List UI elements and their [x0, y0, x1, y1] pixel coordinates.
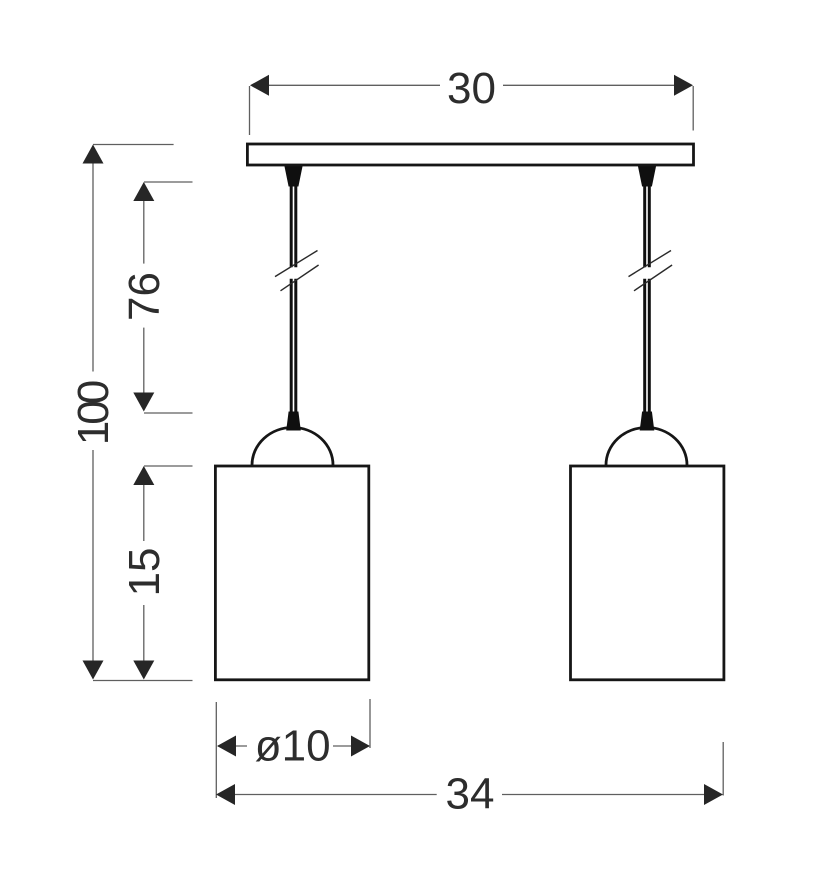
ceiling-bar — [245, 142, 695, 167]
arrowhead-down-icon — [82, 660, 104, 680]
arrowhead-down-icon — [133, 660, 155, 680]
arrowhead-left-icon — [217, 735, 236, 757]
dimension-label-shade-diameter: ø10 — [255, 722, 331, 771]
lamp-fixture — [213, 142, 726, 682]
dimension-label-overall-width: 34 — [446, 769, 495, 818]
right-cord-top-connector — [637, 164, 657, 187]
dimension-cord-length: 76 — [120, 181, 193, 414]
left-cord-break-mark — [274, 249, 319, 292]
dimension-total-height: 100 — [69, 143, 193, 682]
dimension-canopy-width: 30 — [248, 64, 694, 135]
right-cord — [643, 185, 651, 413]
right-cord-break-mark — [628, 249, 673, 292]
dimension-label-total-height: 100 — [69, 381, 118, 445]
right-shade-dome — [604, 426, 689, 466]
arrowhead-right-icon — [704, 784, 723, 805]
right-shade — [569, 464, 726, 682]
arrowhead-up-icon — [133, 182, 155, 201]
arrowhead-up-icon — [82, 144, 104, 164]
dimension-overall-width: 34 — [216, 742, 724, 818]
dimension-label-shade-height: 15 — [120, 548, 169, 597]
right-cord-bottom-connector — [639, 411, 655, 431]
arrowhead-left-icon — [250, 74, 269, 96]
left-shade — [213, 464, 371, 682]
left-cord-bottom-connector — [286, 411, 301, 431]
arrowhead-right-icon — [351, 735, 370, 757]
arrowhead-up-icon — [133, 466, 155, 485]
dimension-label-canopy-width: 30 — [447, 64, 496, 113]
left-cord-top-connector — [284, 164, 303, 187]
left-cord — [289, 185, 298, 413]
dimension-shade-height: 15 — [120, 465, 193, 680]
left-shade-dome — [250, 426, 335, 466]
arrowhead-down-icon — [133, 392, 155, 412]
arrowhead-left-icon — [216, 784, 235, 805]
dimension-shade-diameter: ø10 — [215, 699, 371, 798]
arrowhead-right-icon — [674, 74, 693, 96]
dimension-label-cord-length: 76 — [120, 272, 169, 321]
